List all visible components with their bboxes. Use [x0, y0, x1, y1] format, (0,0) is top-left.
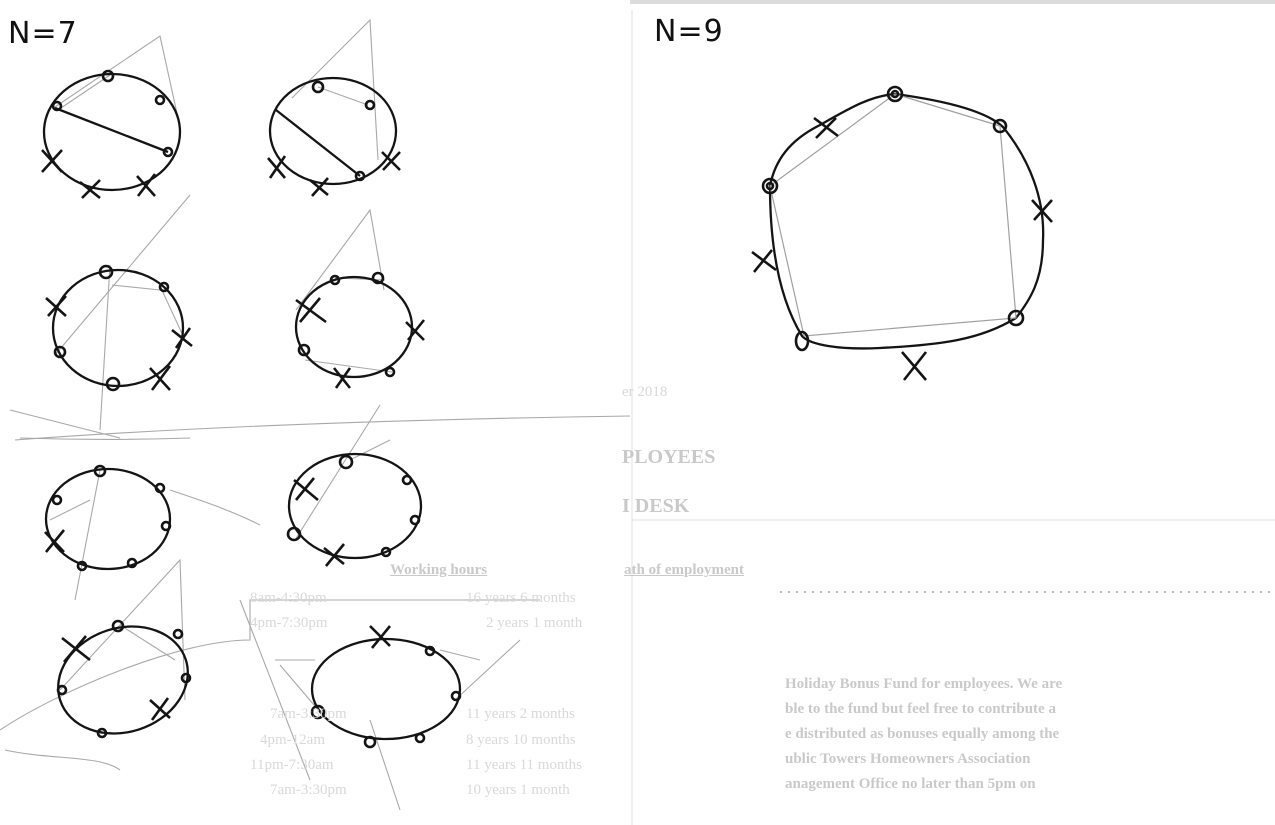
bleed-col2-r1: 8am-4:30pm — [250, 590, 327, 606]
bleed-col1-head: ath of employment — [624, 562, 744, 578]
ink-marks — [41, 69, 1053, 749]
circle-n7-3 — [51, 268, 185, 388]
scan-artifacts — [630, 0, 1275, 825]
bleed-col2-r3: 7am-3:30pm — [270, 706, 347, 722]
circle-n9 — [768, 92, 1045, 350]
label-n9: N=9 — [654, 14, 724, 49]
bleed-col2-head: Working hours — [390, 562, 488, 578]
ink-circles — [42, 72, 1045, 741]
bleed-col1-r2: 2 years 1 month — [486, 615, 583, 631]
bleed-col1-r6: 10 years 1 month — [466, 782, 570, 798]
bleed-heading-c: I DESK — [622, 495, 690, 517]
circle-n7-4 — [294, 275, 414, 379]
circle-n7-8 — [310, 637, 462, 741]
bleed-col2-r5: 11pm-7:30am — [250, 757, 334, 773]
bleed-para-4: ublic Towers Homeowners Association — [785, 751, 1031, 767]
bleed-col2-r2: 4pm-7:30pm — [250, 615, 328, 631]
circle-n7-7 — [57, 625, 189, 735]
circle-n7-5 — [44, 467, 172, 571]
bleed-para-2: ble to the fund but feel free to contrib… — [785, 701, 1056, 717]
label-n7: N=7 — [8, 16, 78, 51]
bleed-col2-r4: 4pm-12am — [260, 732, 325, 748]
circle-n7-6 — [287, 452, 423, 560]
circle-n7-1 — [42, 72, 182, 192]
bleed-col1-r4: 8 years 10 months — [466, 732, 576, 748]
bleed-col1-r5: 11 years 11 months — [466, 757, 582, 773]
pencil-guide-lines — [0, 18, 631, 811]
bleed-col1-r3: 11 years 2 months — [466, 706, 576, 722]
bleed-heading-a: er 2018 — [622, 384, 668, 400]
bleed-para-5: anagement Office no later than 5pm on — [785, 776, 1036, 792]
n9-pencil-polygon — [769, 93, 1017, 337]
bleed-heading-b: PLOYEES — [622, 446, 716, 468]
bleed-para-1: Holiday Bonus Fund for employees. We are — [785, 676, 1063, 692]
bleed-col1-r1: 16 years 6 months — [466, 590, 576, 606]
circle-n7-2 — [268, 76, 398, 186]
bleed-para-3: e distributed as bonuses equally among t… — [785, 726, 1060, 742]
bleed-col2-r6: 7am-3:30pm — [270, 782, 347, 798]
